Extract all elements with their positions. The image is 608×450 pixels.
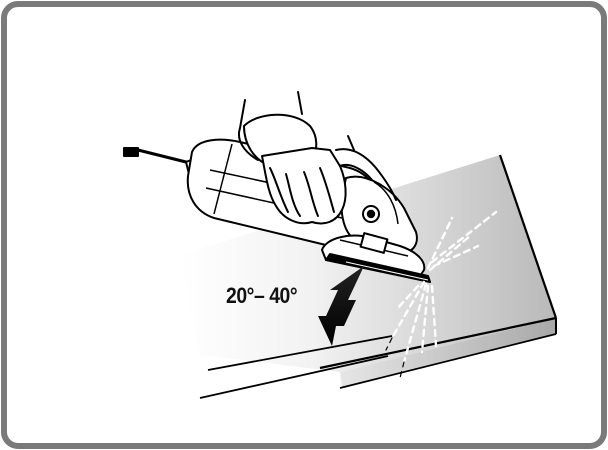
gloved-hand-icon (238, 91, 397, 225)
spark-icon (390, 210, 498, 364)
double-arrow-icon (318, 266, 364, 346)
spark-outline (385, 337, 405, 379)
angle-range-label: 20°– 40° (226, 283, 298, 308)
